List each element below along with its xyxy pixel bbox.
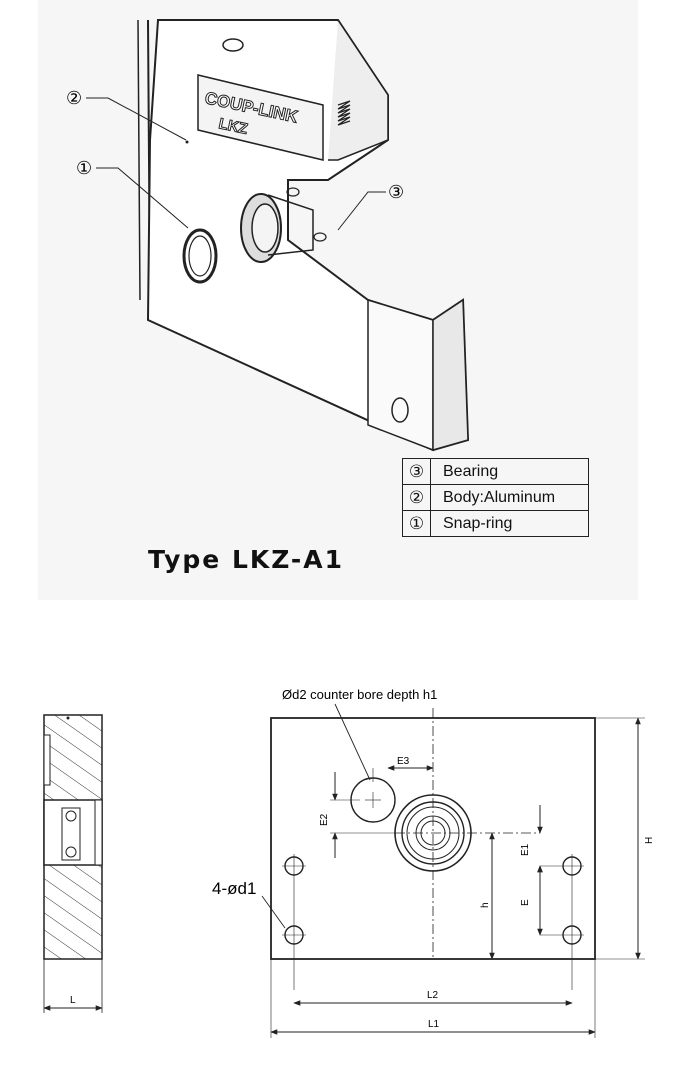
counterbore-note: Ød2 counter bore depth h1	[282, 687, 437, 702]
dim-E: E	[520, 899, 531, 906]
part-name: Bearing	[443, 463, 499, 480]
dim-E1: E1	[520, 843, 531, 856]
model-title: Type LKZ-A1	[148, 545, 345, 574]
parts-row: ③ Bearing	[403, 459, 588, 485]
technical-drawing: L	[0, 660, 675, 1073]
dim-h: h	[480, 902, 491, 908]
logo-text-line-2: LKZ	[217, 115, 249, 138]
dim-L: L	[70, 995, 76, 1006]
callout-1: ①	[76, 158, 92, 178]
dim-H: H	[644, 837, 655, 844]
parts-table: ③ Bearing ② Body:Aluminum ① Snap-ring	[402, 458, 589, 537]
callout-2: ②	[66, 88, 82, 108]
bearing	[240, 187, 327, 263]
dim-E3: E3	[397, 756, 410, 767]
parts-row: ② Body:Aluminum	[403, 485, 588, 511]
dim-L1: L1	[428, 1019, 440, 1030]
part-name: Snap-ring	[443, 515, 513, 532]
dim-L2: L2	[427, 990, 439, 1001]
part-number: ②	[403, 485, 431, 510]
part-number: ①	[403, 511, 431, 536]
part-number: ③	[403, 459, 431, 484]
holes-note: 4-ød1	[212, 879, 256, 898]
isometric-drawing: COUP-LINK LKZ ② ① ③	[66, 19, 470, 452]
part-name: Body:Aluminum	[443, 489, 556, 506]
snap-ring	[182, 228, 218, 284]
isometric-illustration: COUP-LINK LKZ ② ① ③	[38, 0, 638, 600]
callout-3: ③	[388, 182, 404, 202]
parts-row: ① Snap-ring	[403, 511, 588, 536]
front-view: Ød2 counter bore depth h1 4-ød1 E3 E2 E1	[212, 687, 655, 1038]
side-section-view: L	[43, 714, 103, 1013]
dim-E2: E2	[319, 813, 330, 826]
